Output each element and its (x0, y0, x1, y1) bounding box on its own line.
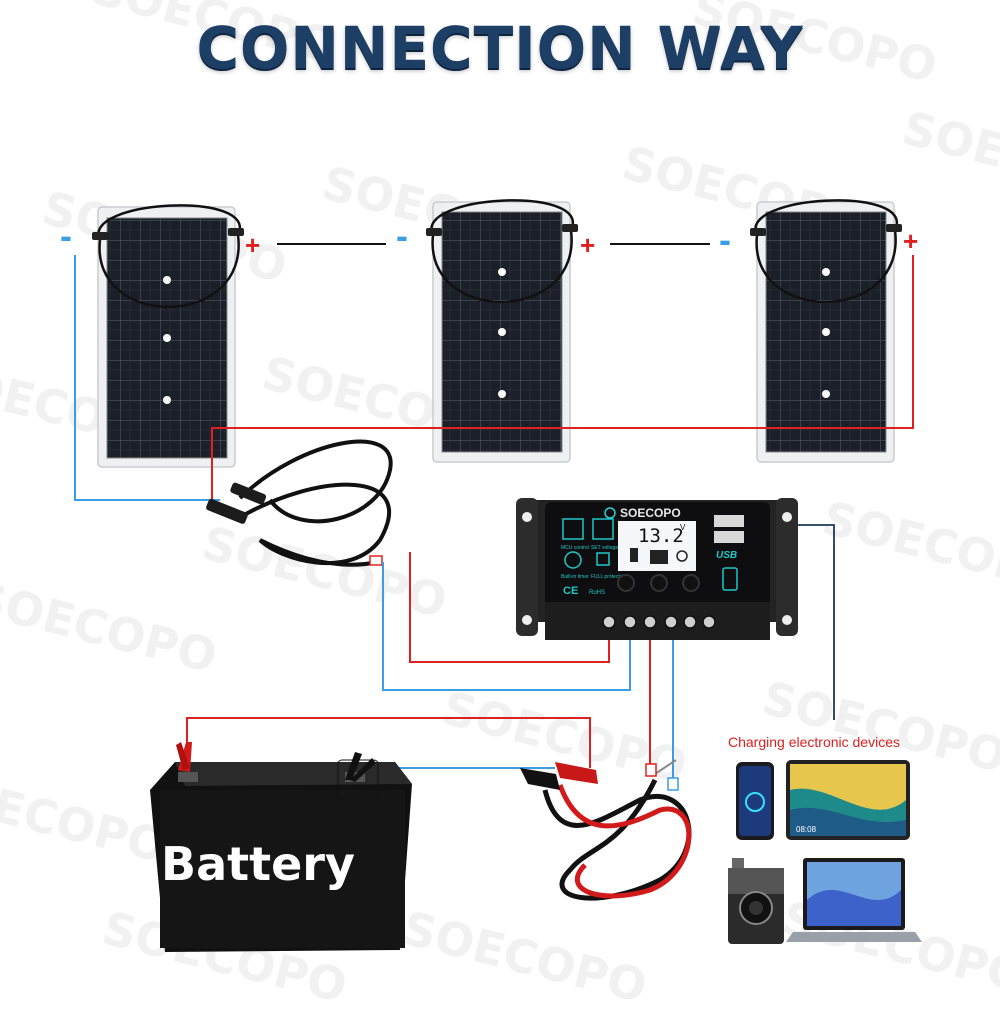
bulb-icon (676, 550, 688, 562)
timer-icon (564, 551, 582, 569)
rohs-mark: RoHS (589, 590, 605, 596)
terminal-load-minus (702, 615, 716, 629)
charge-controller: SOECOPO MCU control SET voltage Built-in… (516, 498, 798, 640)
brand-logo-icon (604, 507, 616, 519)
terminal-bat-plus (643, 615, 657, 629)
terminal-pv-minus (623, 615, 637, 629)
usb-label: USB (716, 550, 737, 561)
lcd-unit: V (680, 523, 686, 532)
panel-1-minus: - (60, 215, 72, 256)
tablet-clock: 08:08 (796, 825, 817, 834)
panel-3-minus: - (719, 219, 731, 260)
panel-1-plus: + (245, 230, 260, 260)
terminal-bat-minus (664, 615, 678, 629)
terminal-load-plus (683, 615, 697, 629)
menu-button[interactable] (617, 574, 635, 592)
ce-mark: CE (563, 585, 578, 597)
pv-negative-to-controller (382, 562, 631, 691)
wireless-charge-icon (745, 792, 765, 812)
controller-brand: SOECOPO (620, 506, 681, 520)
down-button[interactable] (682, 574, 700, 592)
panel-2-plus: + (580, 230, 595, 260)
tablet: 08:08 (786, 760, 910, 840)
lcd-voltage: 13.2 (638, 525, 684, 547)
panel-2-minus: - (396, 215, 408, 256)
battery-positive-clip-wire (186, 717, 591, 768)
alligator-clip-cable (520, 759, 692, 901)
battery-label: Battery (161, 837, 355, 891)
usb-port-1[interactable] (714, 515, 744, 527)
up-button[interactable] (650, 574, 668, 592)
terminal-pv-plus (602, 615, 616, 629)
charging-icon (722, 567, 738, 591)
pv-positive-to-controller (409, 552, 610, 663)
full-protection-label: FULL protection (591, 574, 627, 580)
mc4-extension-cable (206, 439, 393, 567)
solar-panel-2 (426, 199, 578, 463)
battery-positive-clamp (176, 742, 192, 772)
lock-icon (596, 552, 610, 566)
panel-negative-wire (74, 255, 220, 501)
panel-3-plus: + (903, 226, 918, 256)
usb-port-2[interactable] (714, 531, 744, 543)
smartphone (736, 762, 774, 840)
built-in-timer-label: Built-in timer (561, 574, 589, 580)
solar-panel-3 (750, 199, 902, 463)
panel-positive-wire (211, 255, 914, 505)
battery-negative-clamp (345, 752, 376, 782)
mcu-control-label: MCU control (561, 545, 589, 551)
battery: Battery (150, 742, 412, 952)
page-title: CONNECTION WAY (196, 14, 804, 82)
devices-label: Charging electronic devices (728, 734, 900, 750)
camera (728, 858, 784, 944)
polarity-markers: - + - + - + (60, 215, 918, 260)
set-voltage-label: SET voltage (591, 545, 618, 551)
solar-panel-1 (92, 204, 244, 468)
laptop (786, 858, 922, 942)
controller-feature-icons: MCU control SET voltage Built-in timer F… (561, 518, 627, 597)
